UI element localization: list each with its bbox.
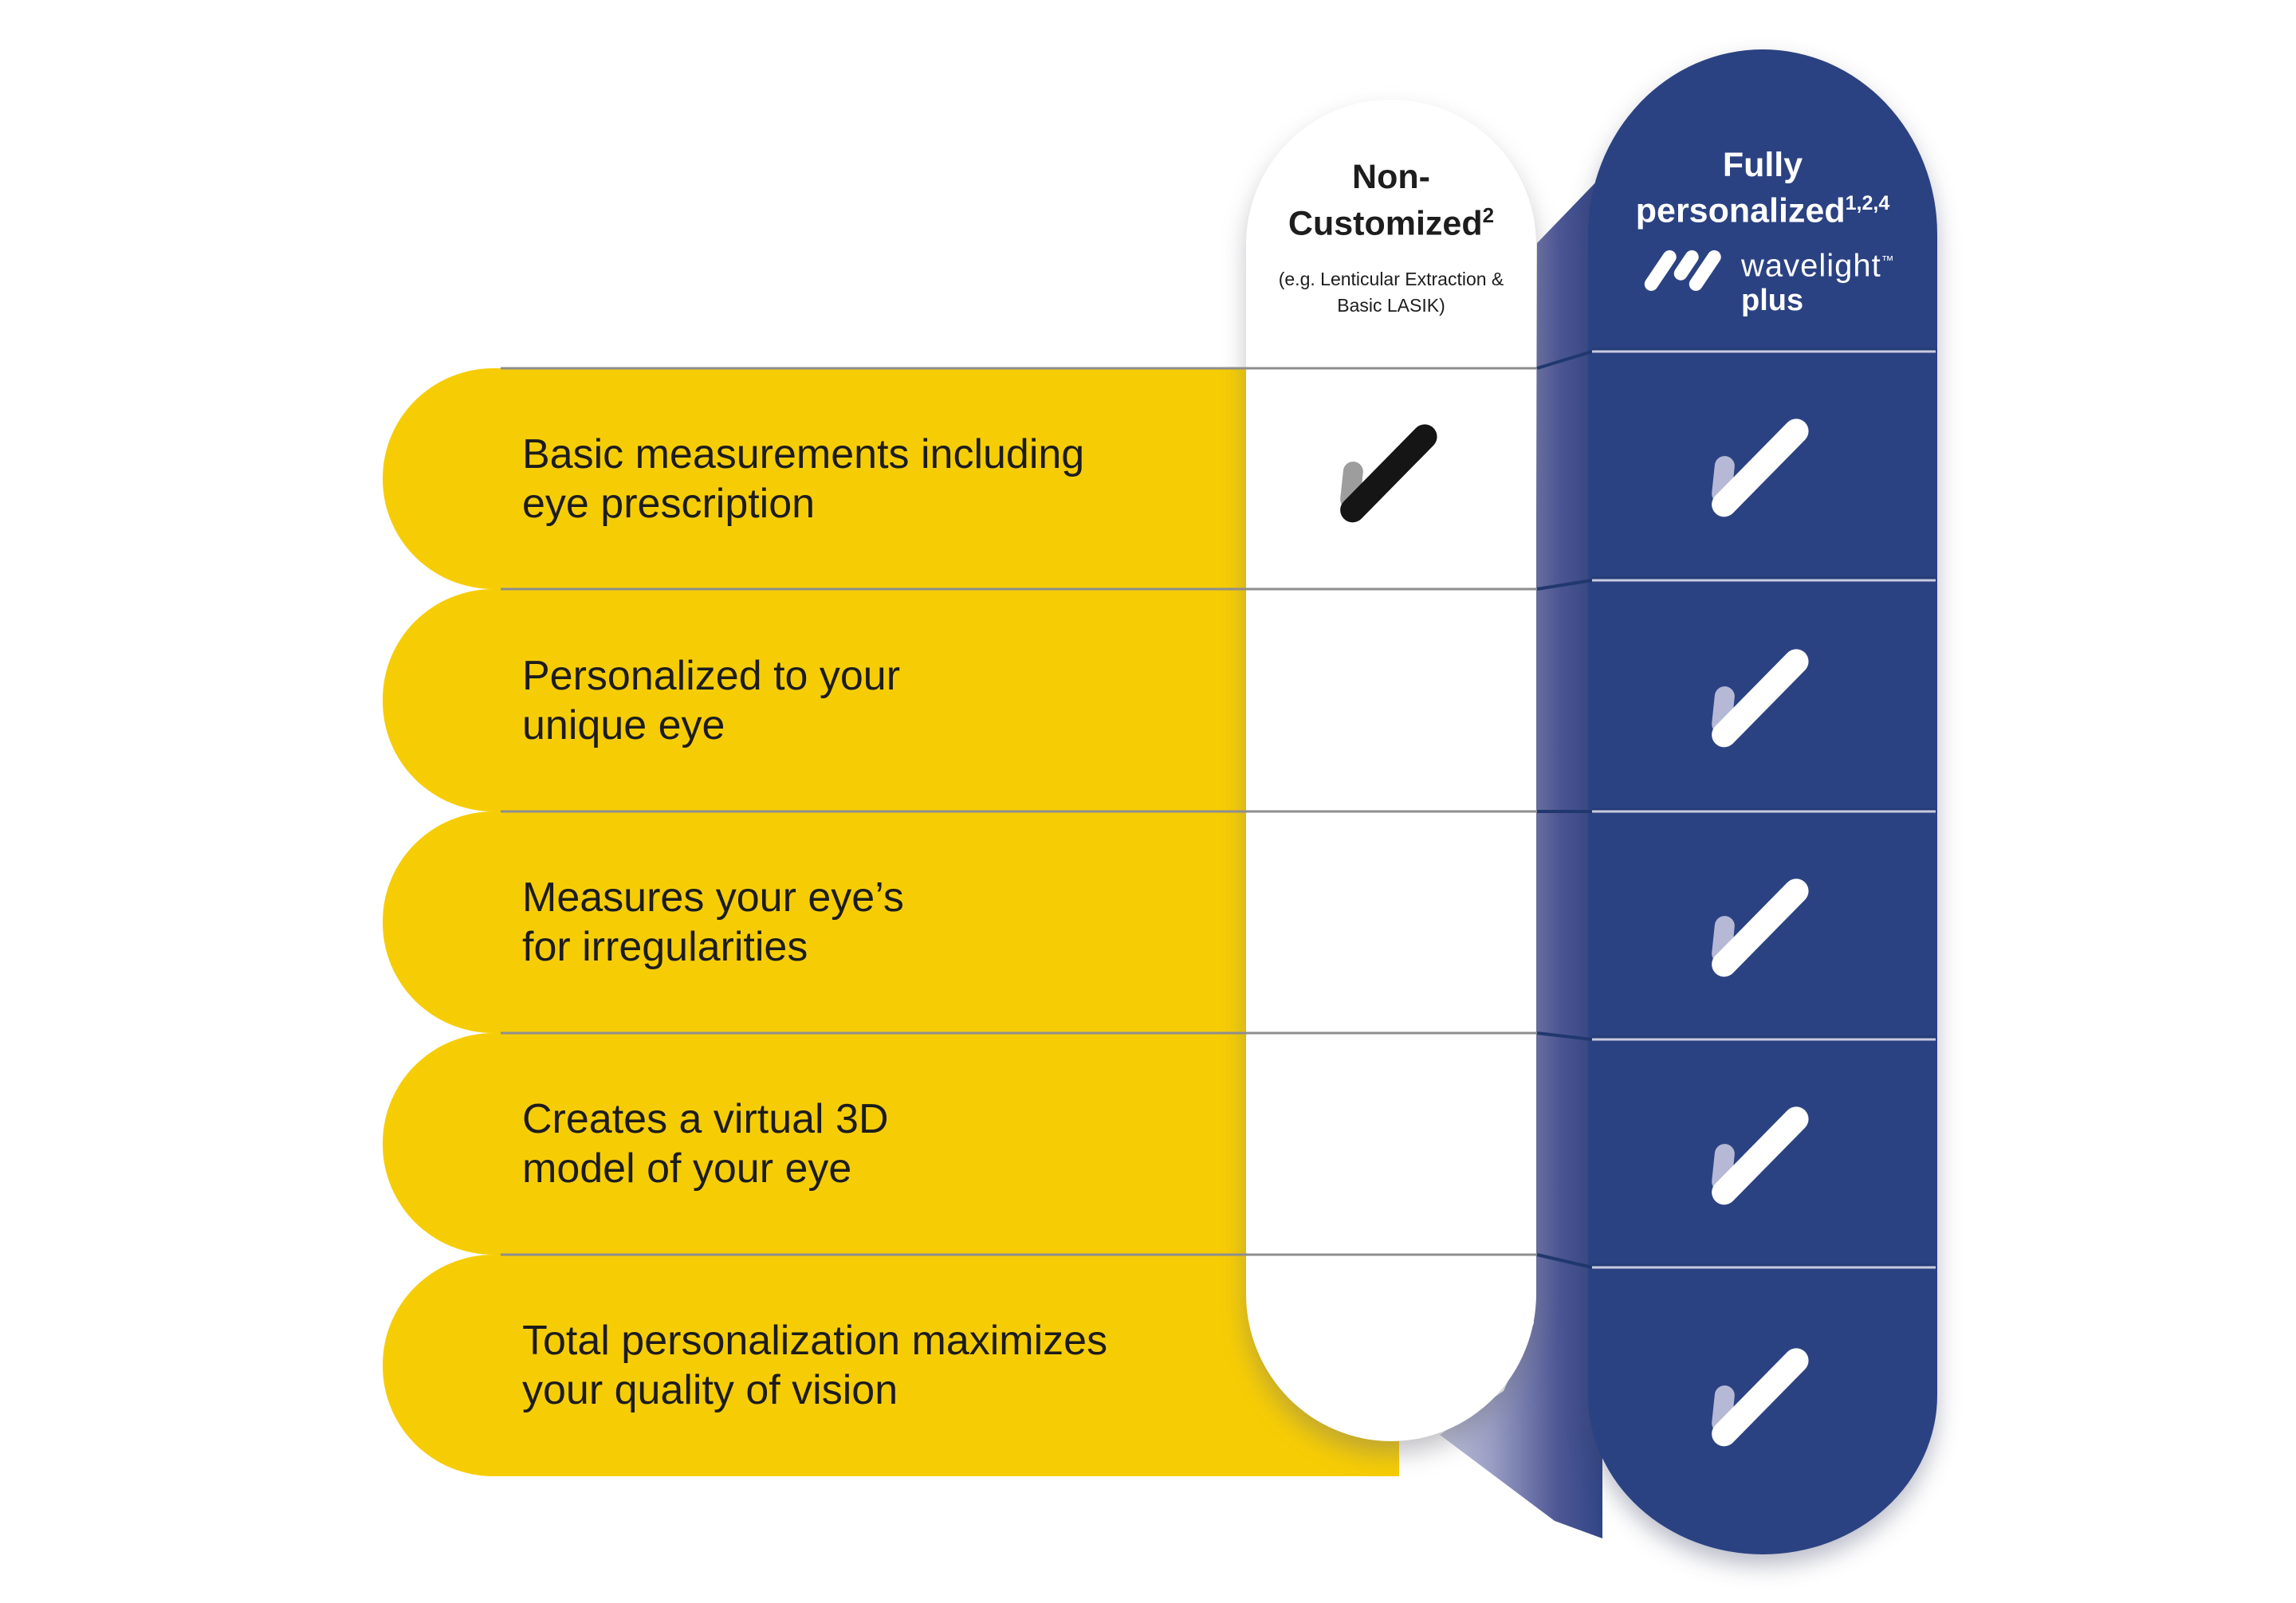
feature-label-line1: Personalized to your: [522, 652, 901, 699]
feature-label-line1: Basic measurements including: [522, 430, 1085, 477]
wavelight-logo-text: wavelight™ plus: [1741, 248, 1895, 318]
checkmark-icon: [1706, 413, 1814, 522]
feature-label-line2: model of your eye: [522, 1145, 852, 1192]
feature-label-line2: your quality of vision: [522, 1367, 898, 1413]
checkmark-icon: [1706, 1101, 1814, 1210]
checkmark-icon: [1706, 1342, 1814, 1452]
checkmark-icon: [1335, 418, 1442, 528]
non-customized-column: [1246, 100, 1536, 1441]
wavelight-plus-logo: wavelight™ plus: [1641, 244, 1895, 318]
feature-label-line1: Creates a virtual 3D: [522, 1096, 889, 1142]
feature-label-line2: for irregularities: [522, 924, 808, 970]
non-customized-subtitle: (e.g. Lenticular Extraction & Basic LASI…: [1278, 269, 1504, 316]
feature-label-line1: Measures your eye’s: [522, 874, 904, 921]
wavelight-logo-icon: [1641, 247, 1730, 300]
checkmark-icon: [1706, 873, 1814, 982]
non-customized-header: Non- Customized2 (e.g. Lenticular Extrac…: [1246, 158, 1536, 319]
checkmark-icon: [1706, 643, 1814, 752]
fully-personalized-header: Fully personalized1,2,4: [1588, 146, 1937, 230]
feature-label-line2: unique eye: [522, 701, 725, 748]
fully-personalized-title: Fully personalized1,2,4: [1635, 146, 1890, 230]
fully-personalized-column: [1588, 49, 1937, 1554]
feature-label-line2: eye prescription: [522, 480, 816, 527]
non-customized-title: Non- Customized2: [1288, 158, 1495, 243]
feature-label-line1: Total personalization maximizes: [522, 1318, 1108, 1364]
